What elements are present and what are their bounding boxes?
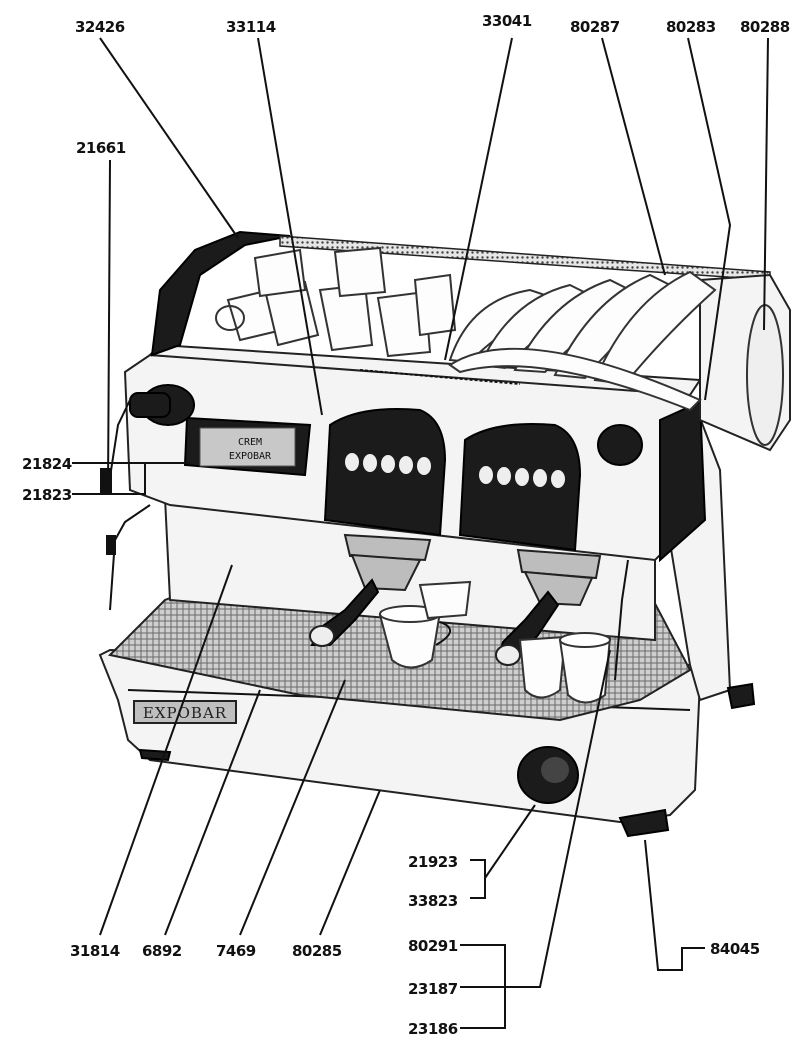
label-32426: 32426 bbox=[75, 18, 125, 36]
front-foot bbox=[618, 808, 670, 838]
label-21661: 21661 bbox=[76, 139, 126, 157]
label-80288: 80288 bbox=[740, 18, 790, 36]
cups-on-drip-tray bbox=[378, 580, 612, 704]
label-21824: 21824 bbox=[22, 455, 72, 473]
right-steam-wand bbox=[614, 559, 629, 681]
leader-84045 bbox=[644, 839, 705, 971]
right-keypad-buttons bbox=[479, 466, 565, 488]
brand-plate bbox=[133, 700, 237, 724]
display-line2: EXPOBAR bbox=[229, 451, 272, 462]
leader-6892 bbox=[164, 689, 261, 936]
machine-illustration: EXPOBAR bbox=[98, 230, 791, 838]
label-84045: 84045 bbox=[710, 940, 760, 958]
label-31814: 31814 bbox=[70, 942, 120, 960]
leader-33041 bbox=[444, 37, 513, 361]
brand-plate-text: EXPOBAR bbox=[143, 704, 227, 722]
rear-foot bbox=[726, 682, 756, 710]
right-group-keypad bbox=[458, 423, 582, 552]
leader-21923-bracket bbox=[470, 804, 536, 899]
label-33041: 33041 bbox=[482, 12, 532, 30]
right-steam-knob bbox=[597, 424, 643, 466]
label-80287: 80287 bbox=[570, 18, 620, 36]
leader-80288 bbox=[763, 37, 769, 331]
label-23187: 23187 bbox=[408, 980, 458, 998]
label-21823: 21823 bbox=[22, 486, 72, 504]
leader-80291-bracket bbox=[460, 649, 611, 1029]
leader-31814 bbox=[99, 564, 233, 936]
label-80291: 80291 bbox=[408, 937, 458, 955]
front-base-knob bbox=[517, 746, 579, 804]
leader-80283 bbox=[687, 37, 732, 401]
leader-32426 bbox=[99, 37, 239, 239]
left-group-head bbox=[309, 533, 432, 647]
leader-80287 bbox=[601, 37, 666, 276]
label-33823: 33823 bbox=[408, 892, 458, 910]
right-group-head bbox=[495, 548, 602, 666]
leader-21823 bbox=[72, 463, 146, 495]
label-6892: 6892 bbox=[142, 942, 182, 960]
left-steam-knob bbox=[129, 384, 195, 426]
plates-stack bbox=[448, 270, 717, 412]
leader-80285 bbox=[319, 789, 381, 936]
left-keypad-buttons bbox=[345, 453, 431, 475]
label-7469: 7469 bbox=[216, 942, 256, 960]
label-23186: 23186 bbox=[408, 1020, 458, 1038]
display-line1: CREM bbox=[238, 437, 262, 448]
leader-33114 bbox=[257, 37, 323, 416]
cups-on-warmer bbox=[215, 246, 457, 358]
leader-7469 bbox=[239, 679, 346, 936]
lcd-display-screen bbox=[199, 427, 296, 467]
label-80285: 80285 bbox=[292, 942, 342, 960]
leader-lines bbox=[72, 37, 769, 1029]
part-number-labels: 32426 33114 33041 80287 80283 80288 2166… bbox=[22, 12, 790, 1038]
leader-21661 bbox=[107, 159, 111, 491]
label-33114: 33114 bbox=[226, 18, 276, 36]
left-steam-wand bbox=[109, 504, 151, 611]
label-80283: 80283 bbox=[666, 18, 716, 36]
label-21923: 21923 bbox=[408, 853, 458, 871]
